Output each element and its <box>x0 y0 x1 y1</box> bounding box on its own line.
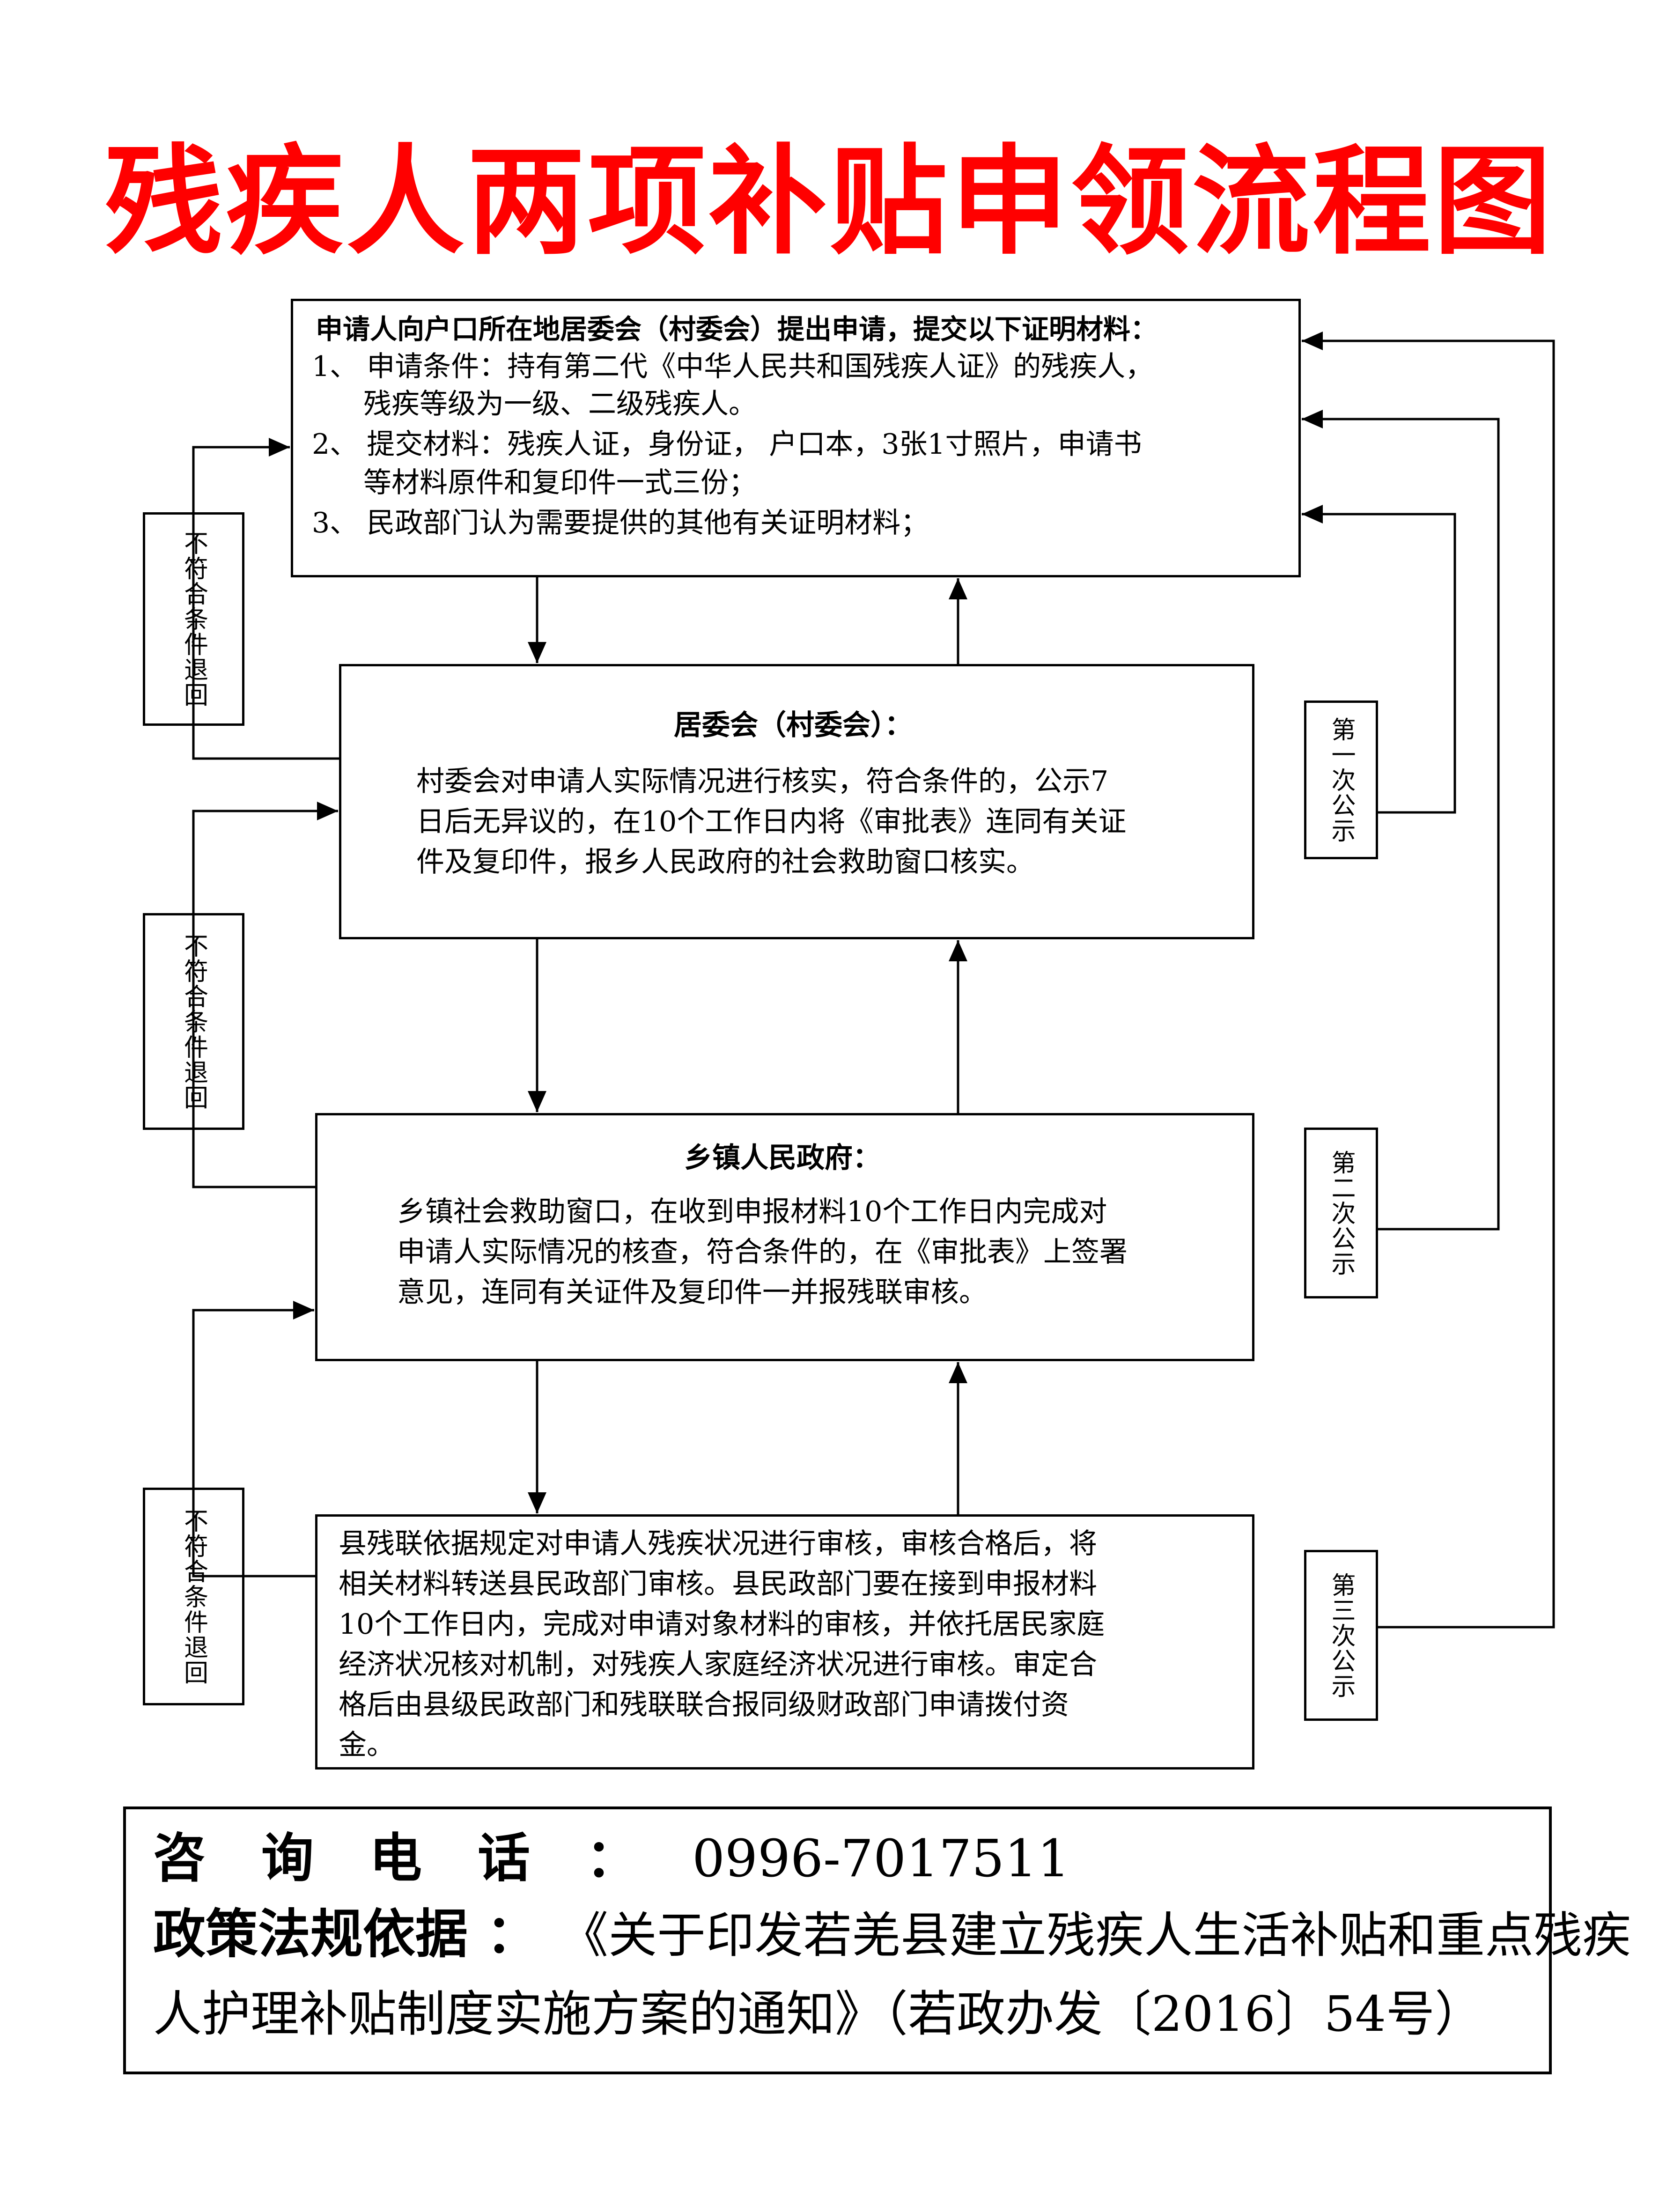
contact-box: 咨 询 电 话 ： 0996-7017511 政策法规依据 ： 《关于印发若羌县… <box>123 1806 1631 2074</box>
township-heading: 乡镇人民政府： <box>684 1142 881 1174</box>
notice-loop-2 <box>1302 410 1500 1231</box>
apply-heading: 申请人向户口所在地居委会（村委会）提出申请，提交以下证明材料： <box>316 313 1158 345</box>
reject-loop-1 <box>192 438 339 760</box>
township-line: 意见，连同有关证件及复印件一并报残联审核。 <box>397 1276 987 1309</box>
county-line: 10个工作日内，完成对申请对象材料的审核，并依托居民家庭 <box>339 1608 1105 1641</box>
committee-box: 居委会（村委会）： 村委会对申请人实际情况进行核实，符合条件的，公示7 日后无异… <box>339 664 1254 939</box>
notice-label-1: 第一次公示 <box>1304 700 1378 859</box>
committee-line: 日后无异议的，在10个工作日内将《审批表》连同有关证 <box>416 805 1127 838</box>
county-box: 县残联依据规定对申请人残疾状况进行审核，审核合格后，将 相关材料转送县民政部门审… <box>315 1514 1254 1770</box>
phone-label: 咨 询 电 话 ： <box>153 1828 657 1889</box>
county-line: 县残联依据规定对申请人残疾状况进行审核，审核合格后，将 <box>339 1527 1097 1560</box>
reject-loop-2 <box>192 802 338 1188</box>
notice-loop-3 <box>1302 332 1555 1629</box>
township-line: 申请人实际情况的核查，符合条件的，在《审批表》上签署 <box>397 1236 1128 1268</box>
policy-label: 政策法规依据 ： <box>153 1904 538 1965</box>
county-line: 经济状况核对机制，对残疾人家庭经济状况进行审核。审定合 <box>339 1648 1097 1681</box>
county-line: 格后由县级民政部门和残联联合报同级财政部门申请拨付资 <box>339 1688 1069 1721</box>
county-line: 相关材料转送县民政部门审核。县民政部门要在接到申报材料 <box>339 1568 1097 1600</box>
policy-value-1: 《关于印发若羌县建立残疾人生活补贴和重点残疾 <box>560 1907 1631 1964</box>
apply-box: 申请人向户口所在地居委会（村委会）提出申请，提交以下证明材料： 1、 申请条件：… <box>291 299 1301 577</box>
policy-value-2: 人护理补贴制度实施方案的通知》（若政办发〔2016〕54号） <box>153 1985 1484 2042</box>
notice-label-2-text: 第二次公示 <box>1327 1150 1355 1276</box>
committee-line: 件及复印件，报乡人民政府的社会救助窗口核实。 <box>416 846 1034 878</box>
apply-line: 等材料原件和复印件一式三份； <box>363 466 757 499</box>
committee-line: 村委会对申请人实际情况进行核实，符合条件的，公示7 <box>416 765 1109 798</box>
county-line: 金。 <box>339 1729 395 1762</box>
committee-heading: 居委会（村委会）： <box>674 709 913 742</box>
page-title: 残疾人两项补贴申领流程图 <box>104 132 1555 271</box>
notice-label-3-text: 第三次公示 <box>1327 1572 1355 1699</box>
apply-line: 1、 申请条件：持有第二代《中华人民共和国残疾人证》的残疾人， <box>312 350 1154 383</box>
reject-loop-3 <box>192 1301 315 1578</box>
notice-loop-1 <box>1302 505 1456 814</box>
apply-line: 残疾等级为一级、二级残疾人。 <box>363 388 757 420</box>
notice-label-2: 第二次公示 <box>1304 1128 1378 1298</box>
township-line: 乡镇社会救助窗口，在收到申报材料10个工作日内完成对 <box>397 1195 1107 1228</box>
township-box: 乡镇人民政府： 乡镇社会救助窗口，在收到申报材料10个工作日内完成对 申请人实际… <box>315 1113 1254 1361</box>
notice-label-3: 第三次公示 <box>1304 1550 1378 1721</box>
notice-label-1-text: 第一次公示 <box>1327 716 1355 843</box>
phone-value: 0996-7017511 <box>692 1829 1070 1888</box>
apply-line: 2、 提交材料：残疾人证，身份证， 户口本，3张1寸照片，申请书 <box>312 428 1142 461</box>
apply-line: 3、 民政部门认为需要提供的其他有关证明材料； <box>312 507 929 539</box>
